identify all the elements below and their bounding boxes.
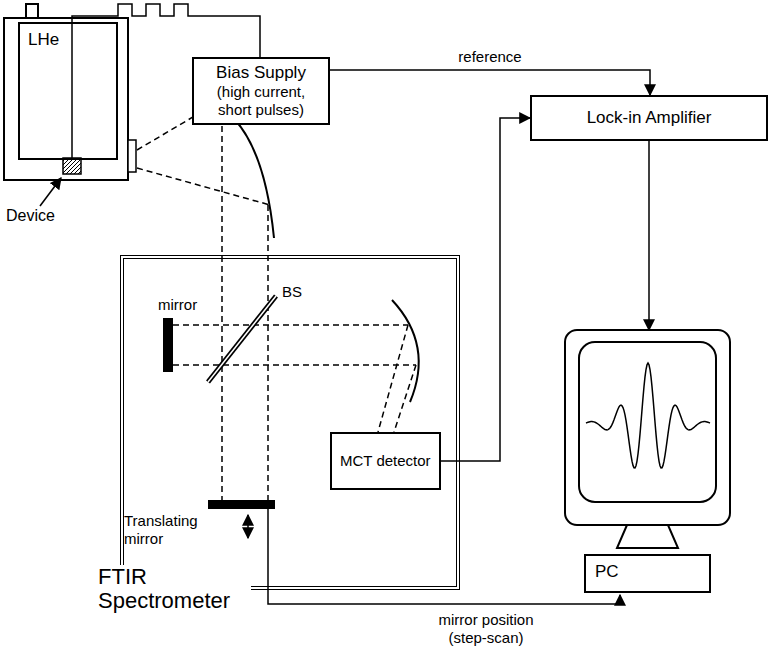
translating-mirror [208,500,275,509]
node-note: (high current, short pulses) [202,83,320,119]
signal-label: mirror position (step-scan) [420,611,552,647]
node-title: Bias Supply [216,63,306,83]
signal-connector [330,70,650,95]
interferogram-trace [586,363,710,468]
fixed-mirror [163,318,173,372]
beam-ray [267,205,269,500]
signal-connector [648,141,650,330]
part-label: Translating mirror [124,512,214,548]
monitor-stand [617,525,678,548]
node-title: PC [595,562,619,582]
focusing-mirror [392,300,419,402]
node-title: Lock-in Amplifier [587,108,712,128]
beam-ray [173,364,416,366]
cryostat-dewar [4,18,128,180]
connector-label: reference [456,48,523,66]
computer: PC [565,330,730,592]
beam-splitter [208,296,276,382]
pc-base [585,555,710,592]
monitor-case [565,330,730,525]
device-sample [63,158,81,174]
monitor-screen [579,342,716,502]
node-title: MCT detector [340,452,431,470]
bias-supply-box: Bias Supply(high current, short pulses) [192,57,330,125]
signal-connector [441,118,530,461]
cryostat-window [128,140,136,172]
beam-ray [173,324,408,326]
device-label: Device [6,206,55,225]
beam-ray [394,365,416,432]
cryostat-neck [26,4,38,18]
detector-box: MCT detector [330,432,441,490]
beam-splitter-core [208,296,276,382]
beam-ray [137,168,270,205]
beam-ray [221,106,223,500]
lockin-box: Lock-in Amplifier [530,95,768,141]
part-label: BS [282,283,302,301]
beam-ray [378,325,408,432]
motion-arrow [247,515,249,538]
helium-bath: LHe [18,22,118,160]
device-leader [40,178,61,206]
node-title: LHe [28,30,108,50]
node-title: FTIR Spectrometer [95,565,251,613]
part-label: mirror [158,296,197,314]
